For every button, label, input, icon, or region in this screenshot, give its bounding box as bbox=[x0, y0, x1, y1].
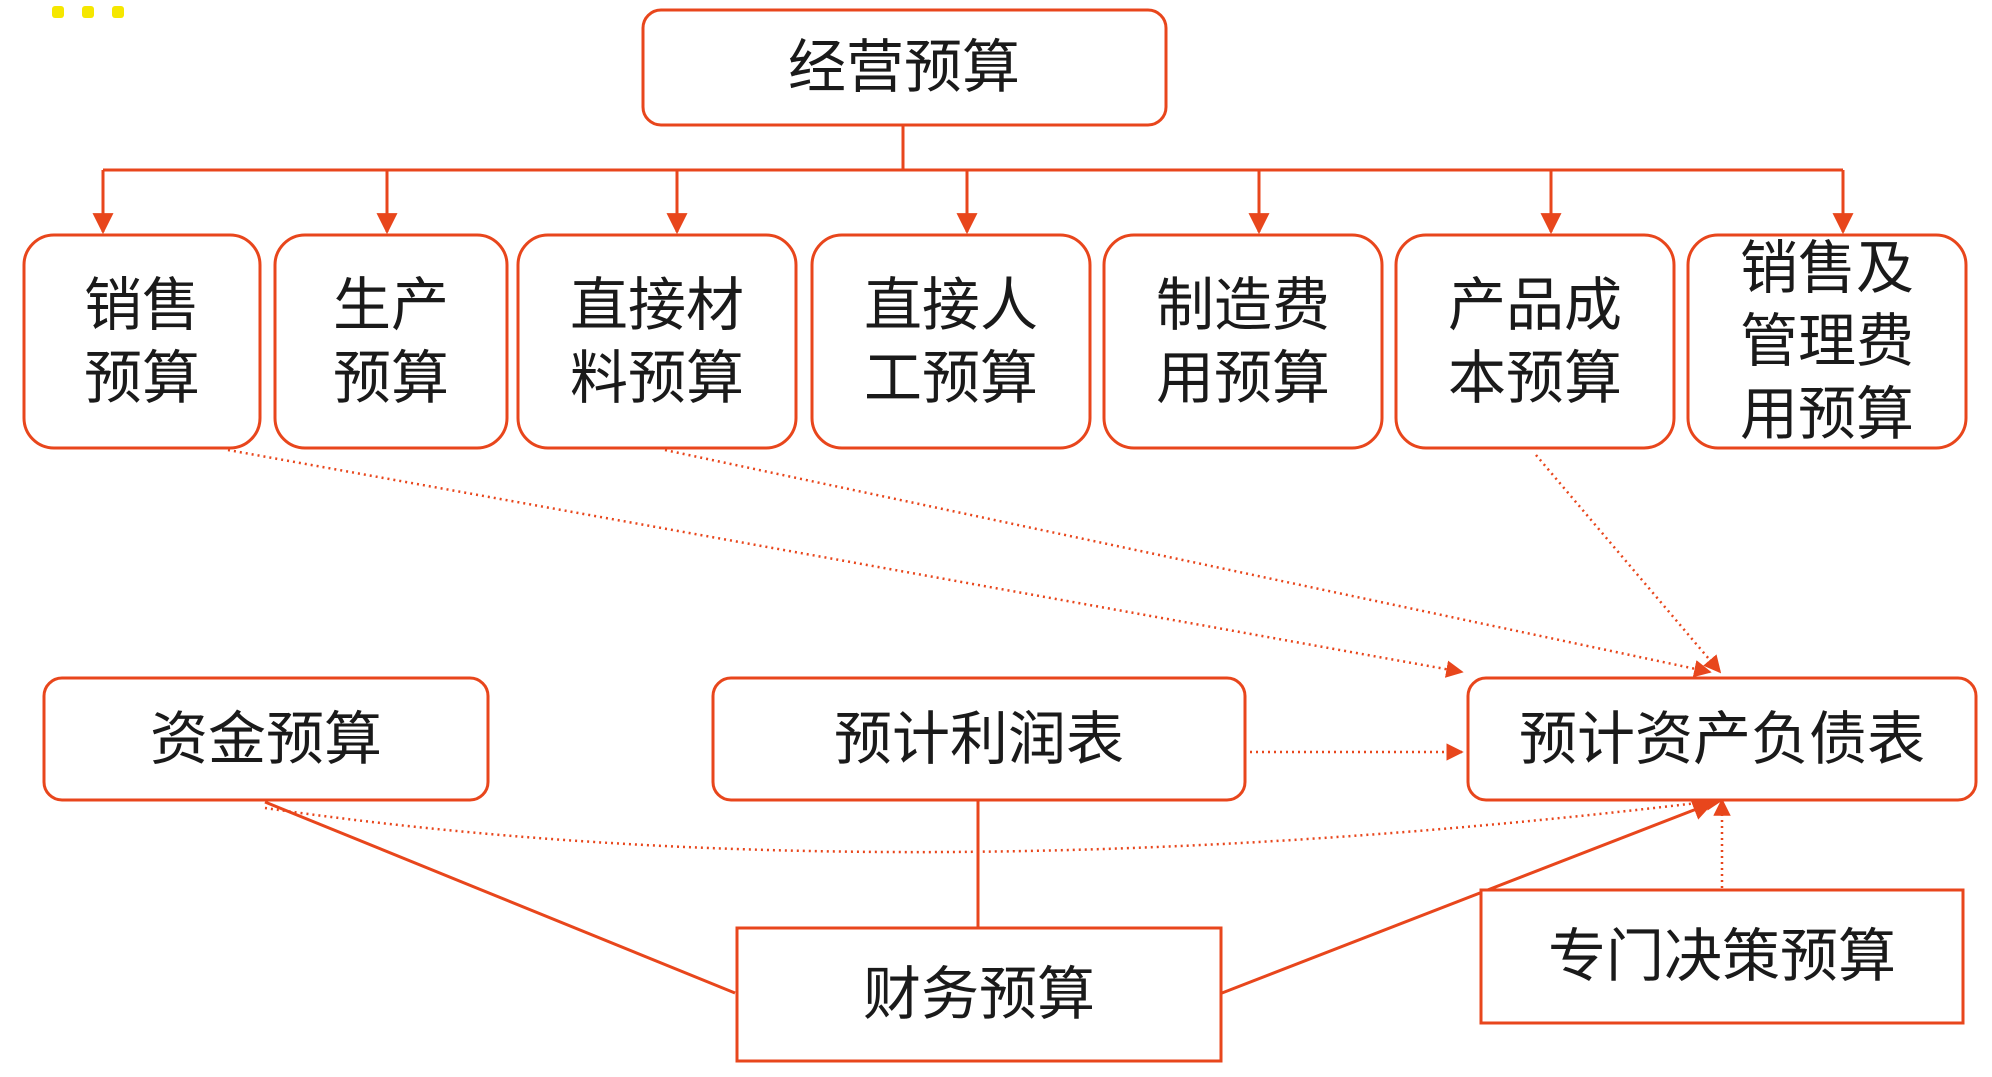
svg-text:经营预算: 经营预算 bbox=[788, 33, 1020, 101]
svg-text:料预算: 料预算 bbox=[570, 344, 744, 412]
svg-text:销售及: 销售及 bbox=[1740, 234, 1914, 302]
node-operating-budget: 经营预算 bbox=[641, 8, 1168, 127]
node-selling-admin-expense-budget: 销售及 管理费 用预算 bbox=[1686, 233, 1968, 450]
svg-text:预计利润表: 预计利润表 bbox=[834, 705, 1124, 773]
financial-budget-connectors bbox=[264, 800, 1714, 995]
node-projected-balance-sheet: 预计资产负债表 bbox=[1466, 676, 1978, 802]
svg-text:本预算: 本预算 bbox=[1448, 344, 1622, 412]
node-manufacturing-overhead-budget: 制造费 用预算 bbox=[1102, 233, 1384, 450]
svg-text:直接材: 直接材 bbox=[570, 271, 744, 339]
svg-text:销售: 销售 bbox=[84, 271, 200, 339]
node-sales-budget: 销售 预算 bbox=[22, 233, 262, 450]
svg-text:用预算: 用预算 bbox=[1740, 380, 1914, 448]
node-special-decision-budget: 专门决策预算 bbox=[1479, 888, 1965, 1025]
svg-text:产品成: 产品成 bbox=[1448, 271, 1622, 339]
svg-text:生产: 生产 bbox=[333, 271, 449, 339]
node-projected-income-statement: 预计利润表 bbox=[711, 676, 1247, 802]
svg-text:预算: 预算 bbox=[84, 344, 200, 412]
svg-text:管理费: 管理费 bbox=[1740, 307, 1914, 375]
svg-text:直接人: 直接人 bbox=[864, 271, 1038, 339]
node-direct-material-budget: 直接材 料预算 bbox=[516, 233, 798, 450]
svg-text:预计资产负债表: 预计资产负债表 bbox=[1519, 705, 1925, 773]
svg-text:资金预算: 资金预算 bbox=[150, 705, 382, 773]
svg-text:制造费: 制造费 bbox=[1156, 271, 1330, 339]
svg-text:专门决策预算: 专门决策预算 bbox=[1548, 922, 1896, 990]
svg-text:预算: 预算 bbox=[333, 344, 449, 412]
balance-sheet-dotted-arrows bbox=[227, 448, 1731, 888]
node-financial-budget: 财务预算 bbox=[735, 926, 1223, 1063]
node-product-cost-budget: 产品成 本预算 bbox=[1394, 233, 1676, 450]
node-direct-labor-budget: 直接人 工预算 bbox=[810, 233, 1092, 450]
operating-tree-connectors bbox=[92, 125, 1854, 235]
node-cash-budget: 资金预算 bbox=[42, 676, 490, 802]
corner-marker-dots bbox=[52, 6, 124, 18]
svg-text:财务预算: 财务预算 bbox=[863, 960, 1095, 1028]
node-production-budget: 生产 预算 bbox=[273, 233, 509, 450]
svg-text:用预算: 用预算 bbox=[1156, 344, 1330, 412]
svg-text:工预算: 工预算 bbox=[864, 344, 1038, 412]
